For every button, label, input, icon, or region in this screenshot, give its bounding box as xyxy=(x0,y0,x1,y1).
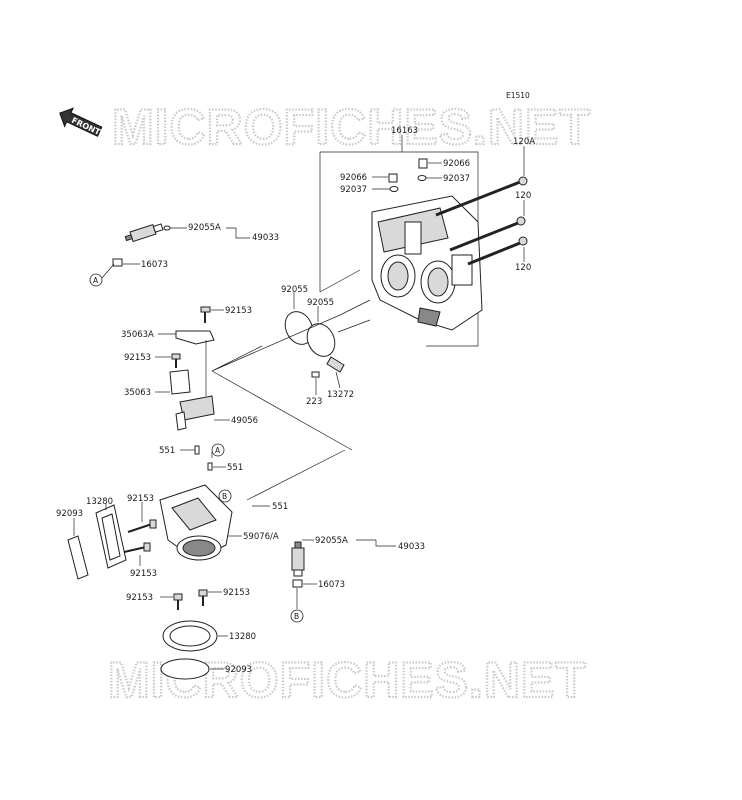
label-223: 223 xyxy=(306,397,322,407)
callout-A-mid xyxy=(211,443,225,457)
label-49033-top: 49033 xyxy=(252,233,279,243)
watermark-top: MICROFICHES.NET xyxy=(112,99,591,155)
label-92066-left: 92066 xyxy=(340,173,367,183)
throttle-body xyxy=(371,195,483,331)
label-13280-top: 13280 xyxy=(86,497,113,507)
sensor-49056 xyxy=(175,395,215,431)
injector-top xyxy=(124,223,164,243)
callout-B-mid-text: B xyxy=(222,492,227,501)
plate-35063A xyxy=(175,330,215,345)
ring-92093-left xyxy=(67,535,89,580)
label-35063A: 35063A xyxy=(121,330,154,340)
label-92055A-top: 92055A xyxy=(188,223,221,233)
bolt-120-upper xyxy=(449,216,526,252)
label-551-1: 551 xyxy=(159,446,175,456)
label-16073-bottom: 16073 xyxy=(318,580,345,590)
label-35063: 35063 xyxy=(124,388,151,398)
gasket-13280-left xyxy=(95,504,127,569)
diagram-code: E1510 xyxy=(506,91,530,100)
o-ring-92055-b xyxy=(306,323,336,357)
label-49033-bottom: 49033 xyxy=(398,542,425,552)
injector-bottom xyxy=(291,541,305,577)
part-223 xyxy=(311,371,320,378)
label-16163: 16163 xyxy=(391,126,418,136)
leader-to-551 xyxy=(246,449,346,501)
bolt-92153-3 xyxy=(127,519,157,533)
callout-A-mid-text: A xyxy=(215,446,221,455)
ring-92093-bottom xyxy=(160,658,210,680)
part-92055A-top xyxy=(163,225,171,231)
label-92066-right: 92066 xyxy=(443,159,470,169)
label-120A: 120A xyxy=(513,137,535,147)
front-label: FRONT xyxy=(70,116,102,137)
assembly-leaders xyxy=(211,299,371,451)
label-92093-top: 92093 xyxy=(56,509,83,519)
label-13272: 13272 xyxy=(327,390,354,400)
bolt-92153-2 xyxy=(171,353,181,368)
label-13280-bottom: 13280 xyxy=(229,632,256,642)
label-551-3: 551 xyxy=(272,502,288,512)
label-92153-1: 92153 xyxy=(225,306,252,316)
label-92153-6: 92153 xyxy=(223,588,250,598)
bolt-92153-6 xyxy=(198,589,208,606)
label-92153-2: 92153 xyxy=(124,353,151,363)
label-16073-top: 16073 xyxy=(141,260,168,270)
label-92093-bottom: 92093 xyxy=(225,665,252,675)
part-92066-left xyxy=(388,173,398,183)
callout-B-mid xyxy=(218,489,232,503)
part-16073-bottom xyxy=(292,579,303,588)
part-551-1 xyxy=(194,445,200,455)
bolt-92153-1 xyxy=(200,306,211,323)
bracket-35063 xyxy=(169,369,191,395)
label-92055-b: 92055 xyxy=(307,298,334,308)
part-92066-right xyxy=(418,158,428,169)
label-92153-5: 92153 xyxy=(126,593,153,603)
part-13272 xyxy=(326,356,345,373)
part-92037-left xyxy=(389,186,399,192)
callout-B-bottom-text: B xyxy=(294,612,299,621)
intake-manifold-59076A xyxy=(159,484,233,561)
callout-A-top xyxy=(89,273,103,287)
bolt-92153-4 xyxy=(123,542,151,553)
callout-B-bottom xyxy=(290,609,304,623)
label-49056: 49056 xyxy=(231,416,258,426)
bolt-92153-5 xyxy=(173,593,183,610)
label-120-lower: 120 xyxy=(515,263,531,273)
part-551-2 xyxy=(207,462,213,471)
label-59076A: 59076/A xyxy=(243,532,279,542)
bolt-120-lower xyxy=(467,236,528,266)
callout-A-top-text: A xyxy=(93,276,99,285)
label-92153-3: 92153 xyxy=(127,494,154,504)
label-120-upper: 120 xyxy=(515,191,531,201)
front-arrow-icon: FRONT xyxy=(59,107,103,137)
label-92055A-bottom: 92055A xyxy=(315,536,348,546)
label-92153-4: 92153 xyxy=(130,569,157,579)
label-551-2: 551 xyxy=(227,463,243,473)
part-16073-top xyxy=(112,258,123,267)
label-92037-left: 92037 xyxy=(340,185,367,195)
label-92037-right: 92037 xyxy=(443,174,470,184)
label-92055-a: 92055 xyxy=(281,285,308,295)
part-92037-right xyxy=(417,175,427,181)
gasket-13280-bottom xyxy=(162,620,218,652)
bolt-120A xyxy=(435,176,528,217)
